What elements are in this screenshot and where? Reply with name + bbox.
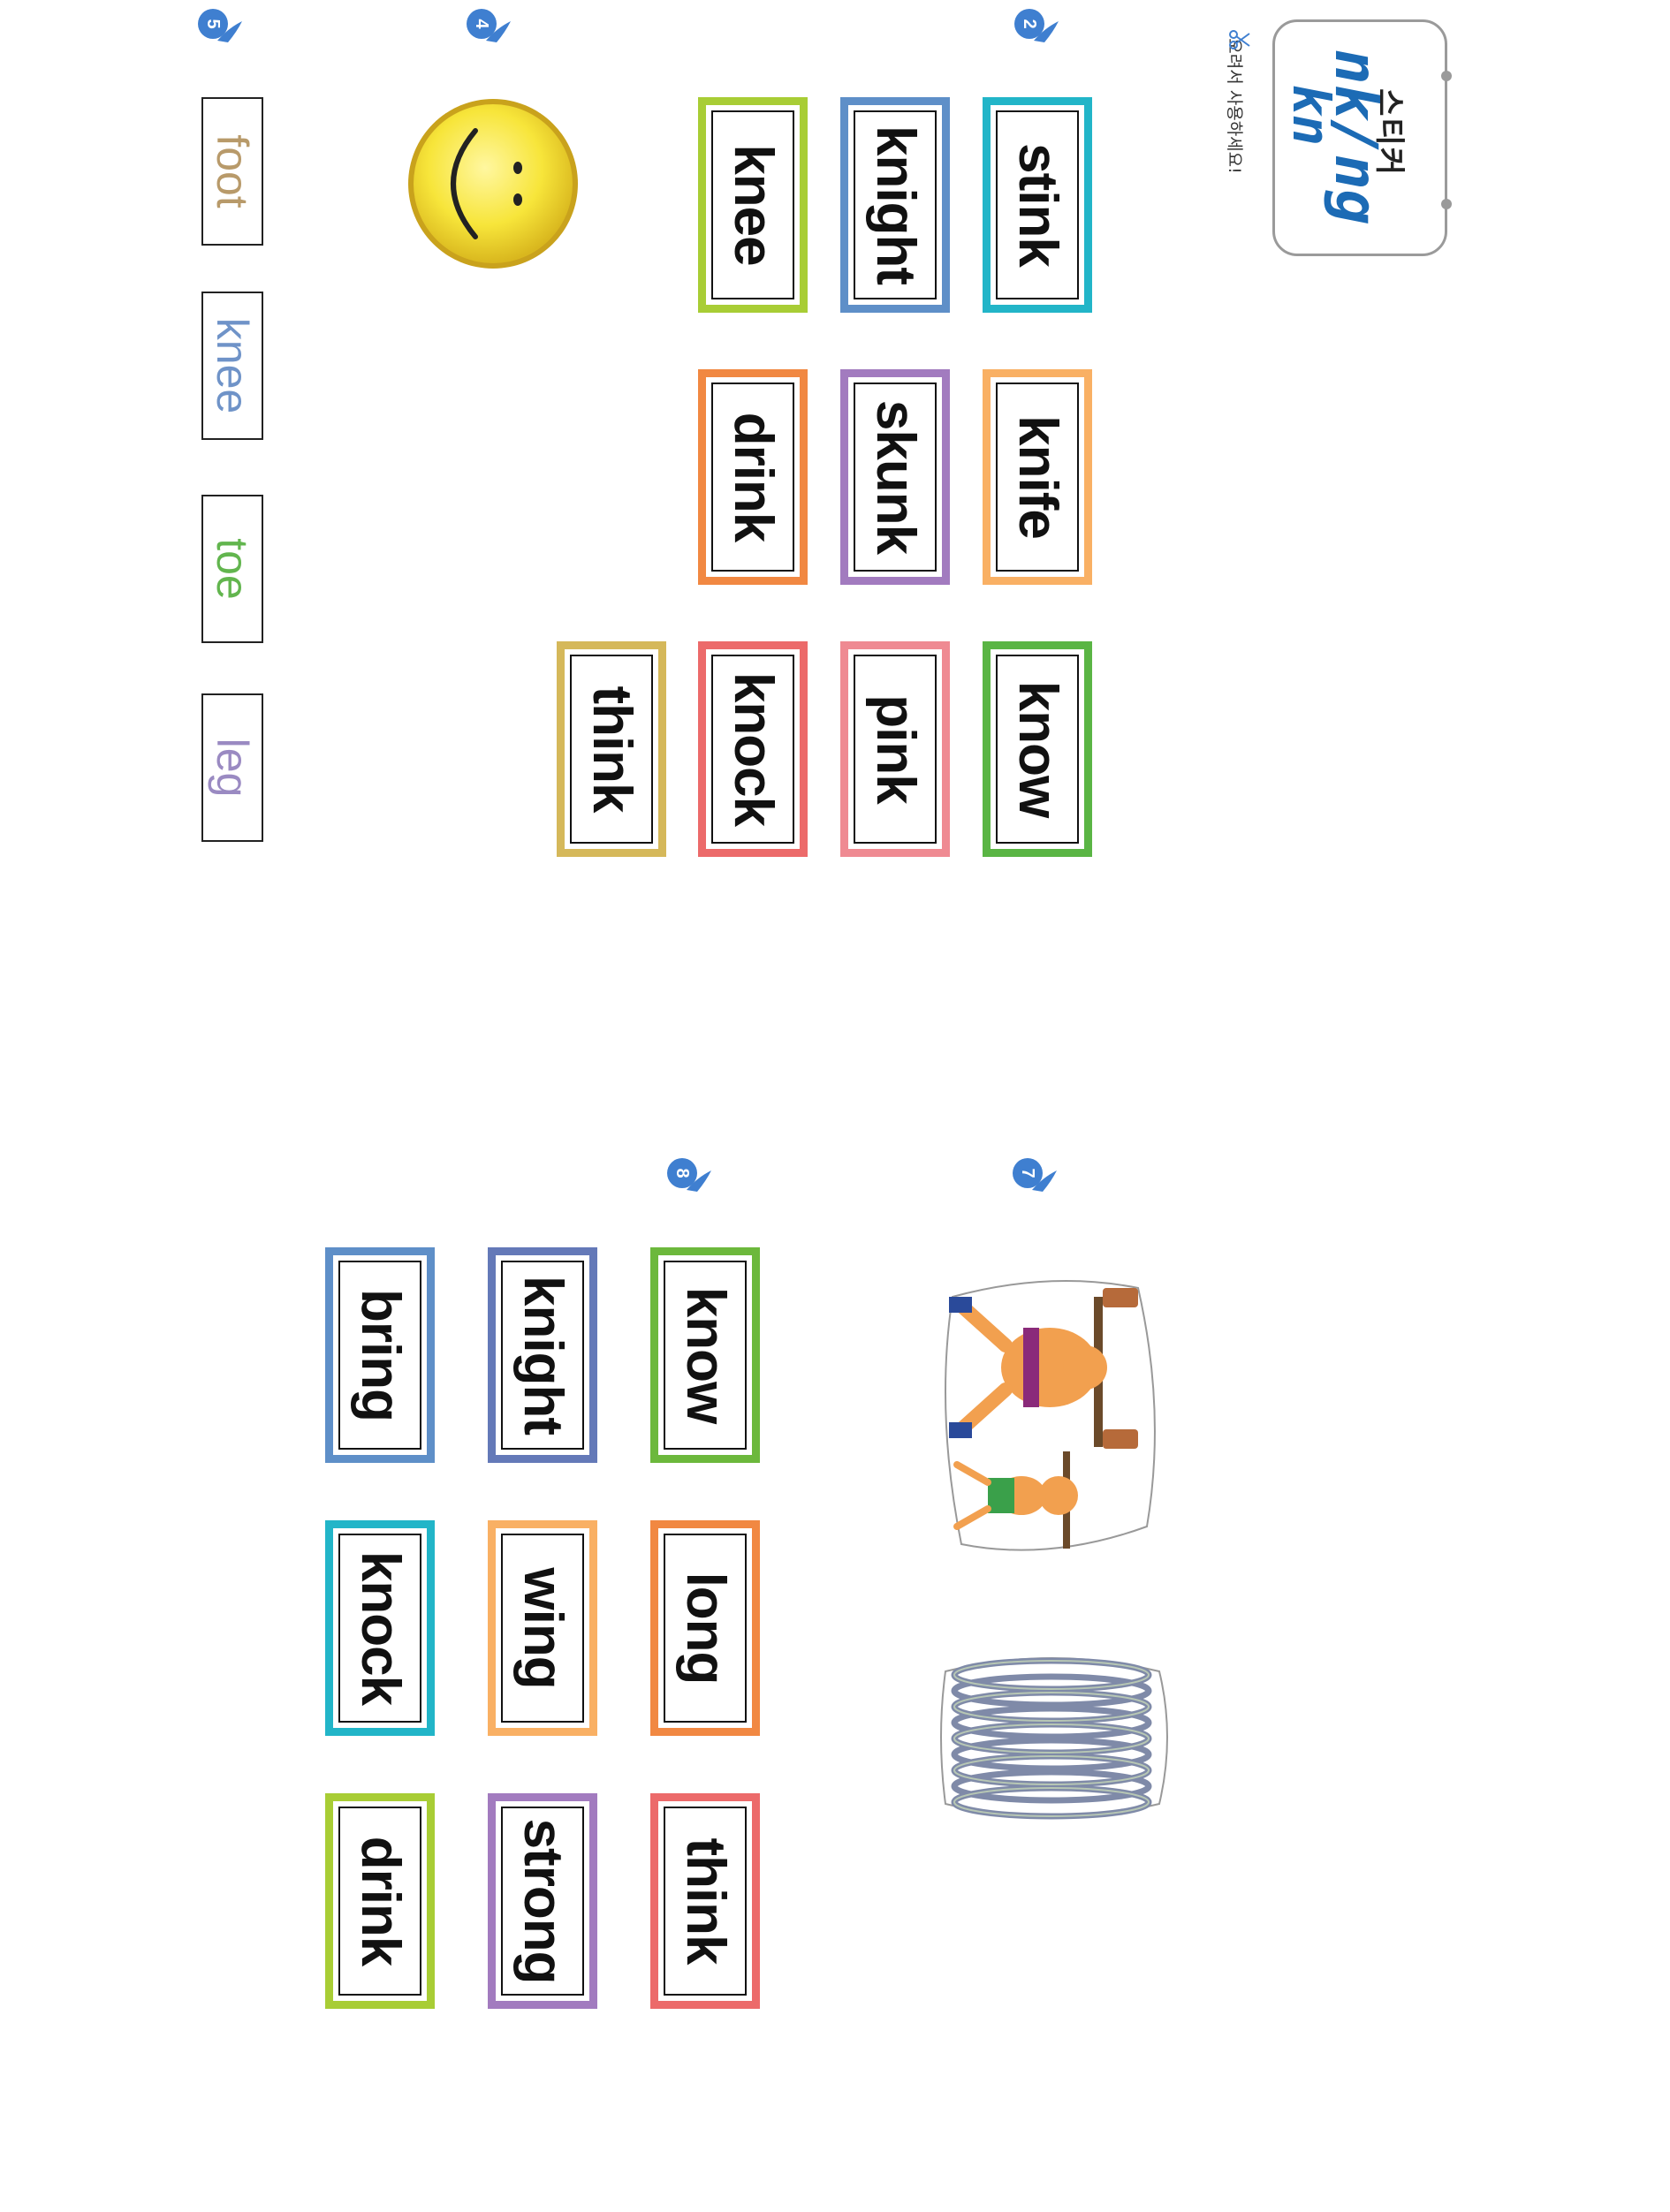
word-card[interactable]: pink bbox=[840, 641, 950, 857]
section-number: 7 bbox=[1013, 1158, 1043, 1188]
word-card[interactable]: knight bbox=[488, 1247, 597, 1463]
badge-tail-icon bbox=[1032, 1170, 1057, 1192]
word-card[interactable]: knee bbox=[698, 97, 808, 313]
section-badge-4: 4 bbox=[467, 9, 511, 51]
badge-tail-icon bbox=[217, 21, 242, 42]
section-badge-5: 5 bbox=[198, 9, 242, 51]
strongmen-illustration[interactable] bbox=[926, 1261, 1166, 1562]
word-card[interactable]: know bbox=[650, 1247, 760, 1463]
card-word: knife bbox=[1007, 415, 1068, 539]
card-word: pink bbox=[865, 694, 926, 804]
card-word: skunk bbox=[865, 399, 926, 555]
header-dot-top bbox=[1441, 71, 1452, 81]
word-card[interactable]: wing bbox=[488, 1520, 597, 1736]
section-badge-2: 2 bbox=[1014, 9, 1059, 51]
section-number: 2 bbox=[1014, 9, 1044, 39]
card-word: knock bbox=[350, 1550, 411, 1706]
word-card[interactable]: know bbox=[983, 641, 1092, 857]
word-card[interactable]: think bbox=[557, 641, 666, 857]
badge-tail-icon bbox=[486, 21, 511, 42]
body-word: leg bbox=[208, 738, 257, 798]
body-word: toe bbox=[208, 538, 257, 600]
card-word: knight bbox=[512, 1276, 573, 1435]
word-card[interactable]: think bbox=[650, 1793, 760, 2009]
badge-tail-icon bbox=[687, 1170, 711, 1192]
word-card[interactable]: skunk bbox=[840, 369, 950, 585]
body-word: knee bbox=[208, 317, 257, 414]
word-card[interactable]: long bbox=[650, 1520, 760, 1736]
scissor-icon bbox=[1229, 30, 1250, 49]
body-word: foot bbox=[208, 134, 257, 208]
section-number: 4 bbox=[467, 9, 497, 39]
card-word: long bbox=[675, 1572, 736, 1685]
spring-coil-illustration[interactable] bbox=[928, 1645, 1175, 1829]
phonics-title-kn: kn bbox=[1281, 84, 1341, 146]
word-card[interactable]: drink bbox=[325, 1793, 435, 2009]
word-card[interactable]: drink bbox=[698, 369, 808, 585]
section-number: 8 bbox=[667, 1158, 697, 1188]
word-card[interactable]: knock bbox=[325, 1520, 435, 1736]
sticker-header-box bbox=[1272, 19, 1452, 256]
card-word: knock bbox=[723, 671, 784, 827]
card-word: wing bbox=[512, 1567, 573, 1689]
section-badge-7: 7 bbox=[1013, 1158, 1057, 1201]
word-card[interactable]: strong bbox=[488, 1793, 597, 2009]
card-word: drink bbox=[350, 1836, 411, 1966]
word-card[interactable]: knife bbox=[983, 369, 1092, 585]
body-word-card[interactable]: knee bbox=[201, 292, 263, 440]
card-word: think bbox=[675, 1837, 736, 1965]
card-word: stink bbox=[1007, 143, 1068, 267]
card-word: drink bbox=[723, 412, 784, 542]
body-word-card[interactable]: toe bbox=[201, 495, 263, 643]
smiley-face-icon[interactable] bbox=[405, 95, 581, 272]
card-word: think bbox=[581, 686, 642, 813]
card-word: knee bbox=[723, 144, 784, 266]
section-number: 5 bbox=[198, 9, 228, 39]
word-card[interactable]: knock bbox=[698, 641, 808, 857]
badge-tail-icon bbox=[1034, 21, 1059, 42]
body-word-card[interactable]: foot bbox=[201, 97, 263, 246]
card-word: knight bbox=[865, 125, 926, 284]
word-card[interactable]: knight bbox=[840, 97, 950, 313]
word-card[interactable]: stink bbox=[983, 97, 1092, 313]
word-card[interactable]: bring bbox=[325, 1247, 435, 1463]
card-word: bring bbox=[350, 1289, 411, 1421]
card-word: know bbox=[1007, 680, 1068, 818]
body-word-card[interactable]: leg bbox=[201, 693, 263, 842]
card-word: strong bbox=[512, 1818, 573, 1984]
header-dot-bottom bbox=[1441, 199, 1452, 209]
card-word: know bbox=[675, 1286, 736, 1424]
section-badge-8: 8 bbox=[667, 1158, 711, 1201]
